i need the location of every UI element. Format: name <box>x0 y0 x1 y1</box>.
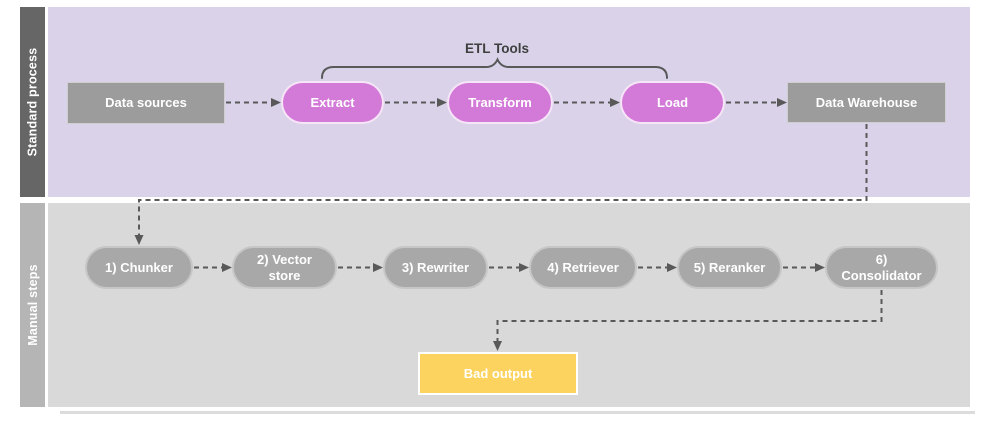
node-transform: Transform <box>447 81 553 124</box>
node-rewriter: 3) Rewriter <box>383 246 488 289</box>
node-chunker: 1) Chunker <box>85 246 193 289</box>
node-consolidator: 6) Consolidator <box>825 246 938 289</box>
lane-label-manual-steps-text: Manual steps <box>25 264 40 346</box>
node-vector-store: 2) Vector store <box>232 246 337 289</box>
node-data-warehouse: Data Warehouse <box>787 82 946 123</box>
page-divider <box>60 411 975 414</box>
node-load: Load <box>620 81 725 124</box>
lane-label-standard-process-text: Standard process <box>25 47 40 157</box>
etl-tools-label: ETL Tools <box>465 41 529 56</box>
node-extract: Extract <box>281 81 384 124</box>
node-bad-output: Bad output <box>418 352 578 395</box>
node-data-sources: Data sources <box>67 82 225 124</box>
node-reranker: 5) Reranker <box>677 246 782 289</box>
lane-label-standard-process: Standard process <box>20 7 45 197</box>
lane-label-manual-steps: Manual steps <box>20 203 45 407</box>
node-retriever: 4) Retriever <box>529 246 637 289</box>
